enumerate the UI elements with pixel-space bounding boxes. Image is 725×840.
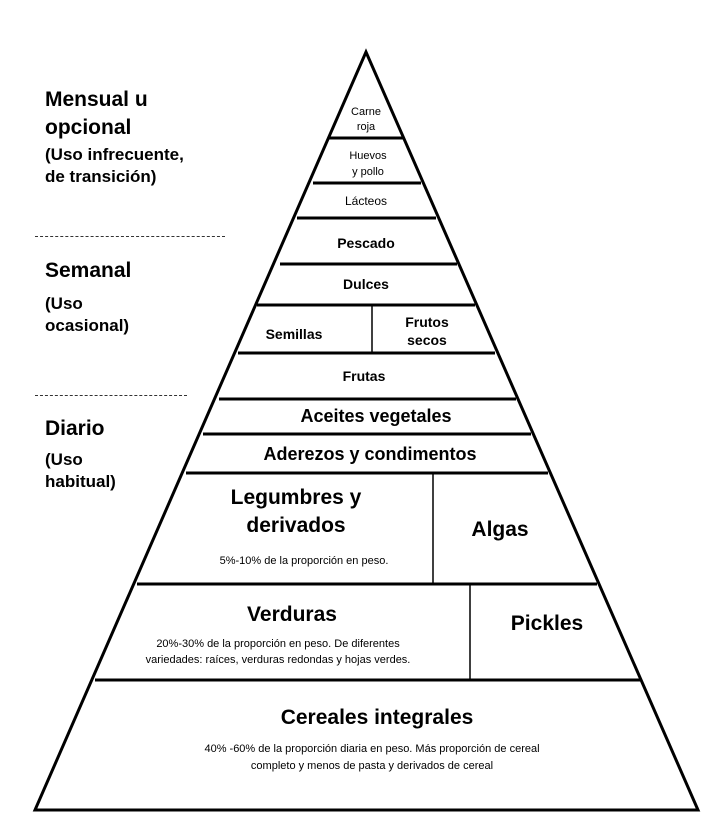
label-daily-note-1: (Uso (45, 450, 83, 469)
label-aderezos: Aderezos y condimentos (263, 444, 476, 464)
label-pickles: Pickles (511, 612, 583, 635)
pyramid-outline (32, 48, 701, 812)
label-carne-2: roja (357, 121, 376, 133)
label-huevos-2: y pollo (352, 166, 384, 178)
label-algas: Algas (471, 518, 528, 541)
label-carne-1: Carne (351, 106, 381, 118)
label-verduras: Verduras (247, 603, 337, 626)
label-frutas: Frutas (343, 368, 386, 384)
label-aceites: Aceites vegetales (300, 406, 451, 426)
label-monthly-note-2: de transición) (45, 167, 157, 186)
label-daily-note-2: habitual) (45, 472, 116, 491)
label-weekly-title: Semanal (45, 259, 132, 282)
separator-monthly-weekly (35, 236, 225, 237)
label-weekly-note-1: (Uso (45, 294, 83, 313)
column-dividers (371, 305, 471, 680)
tier-lines (95, 136, 640, 682)
label-legumbres-1: Legumbres y (231, 486, 362, 509)
label-frutos-2: secos (407, 332, 447, 348)
label-daily-title: Diario (45, 417, 105, 440)
label-lacteos: Lácteos (345, 194, 387, 208)
label-weekly-note-2: ocasional) (45, 316, 130, 335)
separator-weekly-daily (35, 395, 187, 396)
label-dulces: Dulces (343, 276, 389, 292)
label-verduras-note-1: 20%-30% de la proporción en peso. De dif… (156, 638, 400, 650)
label-frutos-1: Frutos (405, 314, 449, 330)
label-weekly: Semanal (Uso ocasional) (45, 257, 131, 337)
label-daily: Diario (Uso habitual) (45, 415, 116, 493)
label-cereales: Cereales integrales (281, 706, 474, 729)
label-cereales-note-1: 40% -60% de la proporción diaria en peso… (204, 743, 539, 755)
label-huevos-1: Huevos (349, 150, 387, 162)
label-monthly-title-2: opcional (45, 116, 132, 139)
label-pescado: Pescado (337, 235, 395, 251)
label-semillas: Semillas (266, 326, 323, 342)
label-verduras-note-2: variedades: raíces, verduras redondas y … (146, 654, 411, 666)
label-legumbres-2: derivados (246, 514, 345, 537)
label-monthly: Mensual u opcional (Uso infrecuente, de … (45, 86, 184, 188)
label-monthly-title-1: Mensual u (45, 88, 148, 111)
label-monthly-note-1: (Uso infrecuente, (45, 145, 184, 164)
label-legumbres-note: 5%-10% de la proporción en peso. (220, 555, 389, 567)
label-cereales-note-2: completo y menos de pasta y derivados de… (251, 760, 493, 772)
